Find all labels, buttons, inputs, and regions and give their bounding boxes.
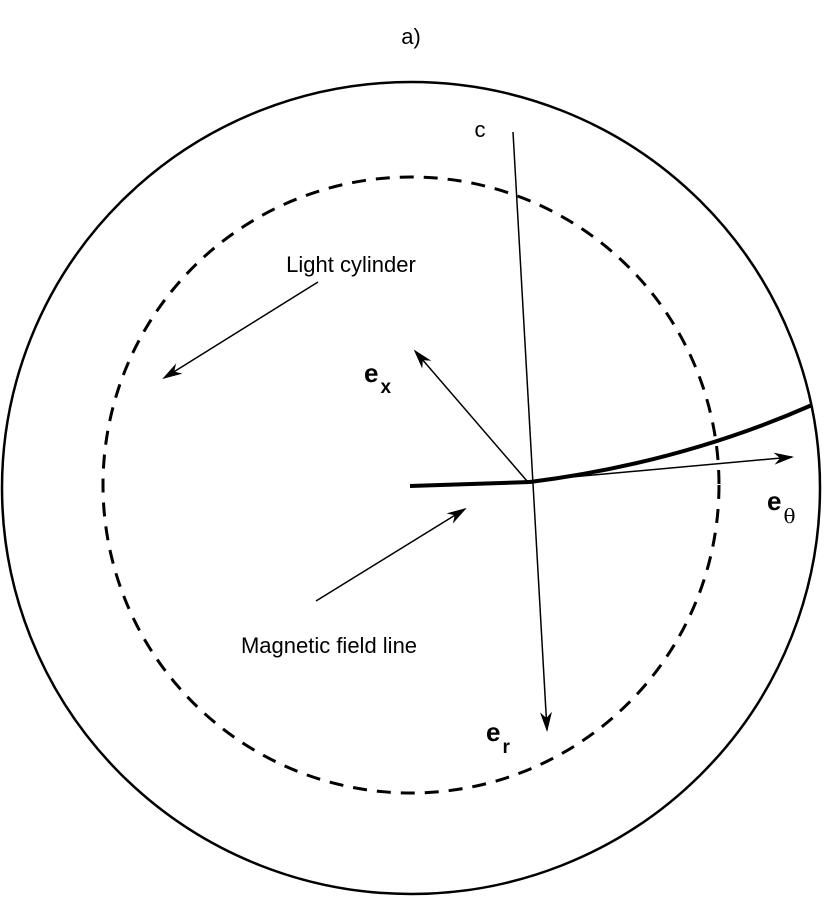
panel-label: a)	[401, 24, 421, 49]
e-theta-vector-arrow	[526, 452, 794, 482]
e-x-vector-arrow	[413, 349, 528, 482]
e-x-label-base: e	[364, 358, 378, 388]
magnetic-field-line-label: Magnetic field line	[241, 633, 417, 658]
e-r-vector-arrow	[512, 131, 552, 732]
field-line-pointer-arrow	[315, 507, 467, 602]
e-r-label-base: e	[486, 717, 500, 747]
e-r-label: er	[486, 717, 510, 758]
e-x-label-sub: x	[380, 377, 391, 398]
e-theta-label-base: e	[767, 486, 781, 516]
outer-circle	[0, 80, 822, 896]
light-cylinder-label: Light cylinder	[286, 252, 416, 277]
e-r-label-sub: r	[502, 737, 510, 758]
c-label: c	[475, 117, 486, 142]
light-cylinder-pointer-arrow	[162, 281, 319, 380]
light-cylinder-circle	[101, 175, 721, 795]
e-theta-label-sub: θ	[783, 504, 795, 528]
